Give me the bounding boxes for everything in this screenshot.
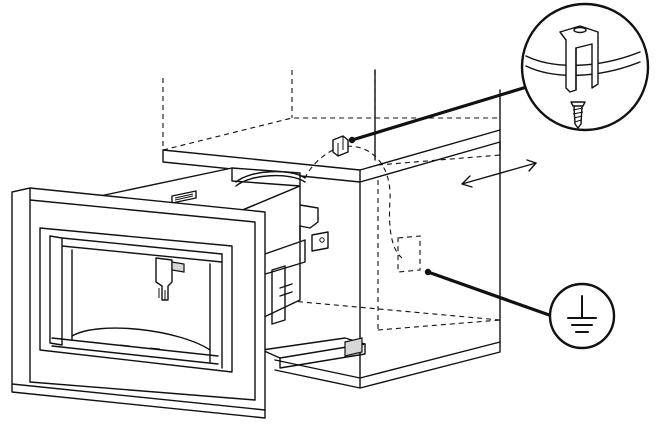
screw-head	[570, 101, 586, 107]
appliance	[11, 167, 366, 419]
rail-detail	[279, 283, 293, 297]
callout-ground	[424, 268, 616, 350]
cabinet-top-back-edge	[162, 117, 500, 151]
screw-thread	[572, 107, 584, 123]
frame-opening	[39, 227, 233, 373]
frame-bottom-strip	[11, 383, 266, 419]
top-cable-2	[235, 174, 306, 187]
drip-tray-lip	[51, 345, 219, 365]
drip-grate	[89, 341, 161, 350]
cable-route-left	[304, 149, 334, 179]
detail-cable-2	[525, 61, 641, 77]
bracket-slot	[337, 136, 344, 156]
cabinet-inner-top	[377, 154, 501, 166]
cabinet	[162, 69, 537, 389]
detail-bracket-edge	[559, 31, 567, 41]
bracket-detail-circle	[520, 2, 650, 132]
side-hinge-block	[299, 204, 319, 229]
depth-arrow-head-left	[461, 175, 473, 188]
detail-bracket	[559, 25, 599, 93]
callout-bracket	[348, 2, 650, 144]
ground-symbol-icon	[567, 295, 597, 333]
side-tab-hole	[319, 237, 325, 243]
ground-leader-dot	[424, 268, 432, 276]
junction-box	[397, 235, 421, 273]
drip-tray-top	[51, 337, 219, 357]
appliance-top-rear	[231, 167, 301, 187]
bracket-leader-dot	[348, 136, 356, 144]
machine-top-edge-2	[61, 245, 223, 263]
cable-route	[337, 145, 403, 259]
cabinet-floor-side	[377, 319, 501, 331]
mounting-bracket	[332, 135, 349, 157]
rail-bracket	[271, 265, 286, 325]
top-vent	[171, 190, 197, 204]
side-tab	[311, 231, 329, 252]
drip-tray-front	[279, 343, 366, 369]
cabinet-floor-back	[279, 299, 501, 321]
detail-cable	[525, 51, 641, 67]
bracket-body	[332, 135, 349, 157]
spout-tab	[171, 261, 185, 273]
cup-platform-curve	[71, 327, 211, 351]
machine-top-edge	[61, 237, 223, 255]
depth-arrow-head-right	[526, 159, 537, 172]
power-cable	[304, 145, 403, 259]
machine-left-panel	[49, 235, 63, 346]
frame-bottom-rim	[29, 381, 256, 401]
detail-bracket-hole	[573, 26, 587, 34]
frame-left-depth	[11, 187, 31, 383]
top-vent-slots	[174, 193, 194, 201]
depth-arrow-line	[461, 162, 537, 185]
bracket-screw-icon	[525, 25, 641, 129]
top-cable	[235, 170, 306, 183]
bracket-leader-line	[350, 84, 532, 142]
frame-inner-rim	[29, 199, 256, 401]
cabinet-top-shelf	[162, 129, 501, 171]
cabinet-base-front	[274, 359, 361, 389]
ground-leader-line	[426, 270, 554, 318]
rail-end-bracket	[344, 337, 363, 357]
cabinet-base-side	[359, 341, 501, 389]
cabinet-side-bottom-edge	[359, 341, 501, 379]
spout-nozzles	[158, 288, 166, 300]
